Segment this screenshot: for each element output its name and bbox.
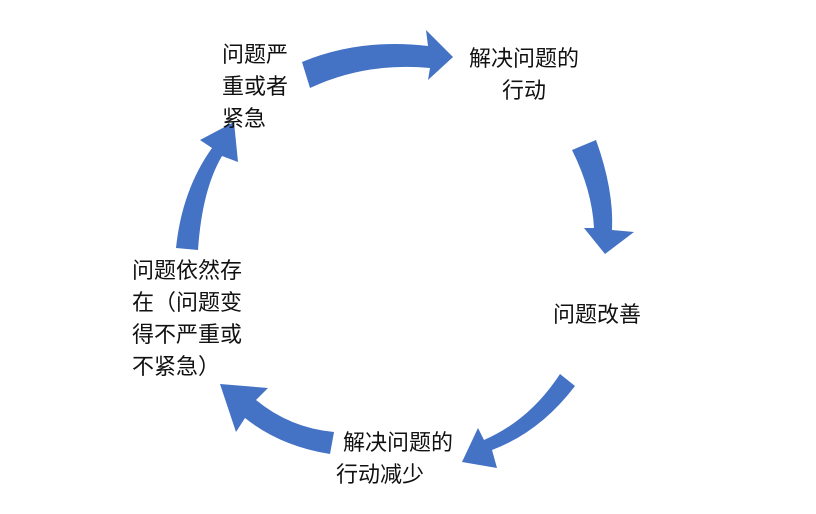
node-problem-severe: 问题严 重或者 紧急: [222, 40, 288, 136]
arrow-less-action-to-persist: [220, 384, 334, 454]
node-text-line: 解决问题的: [342, 431, 453, 456]
node-text-line: 重或者: [222, 75, 289, 100]
node-text-line: 在（问题变: [132, 291, 243, 316]
arrow-improve-to-less-action: [462, 374, 575, 468]
node-solve-action: 解决问题的 行动: [460, 44, 588, 108]
node-problem-persist: 问题依然存 在（问题变 得不严重或 不紧急）: [132, 256, 242, 384]
node-text-line: 解决问题的: [468, 47, 579, 72]
node-text-line: 问题改善: [553, 303, 642, 328]
node-text-line: 不紧急）: [132, 355, 221, 380]
node-text-line: 行动: [501, 79, 546, 104]
node-text-line: 问题严: [222, 43, 289, 68]
node-text-line: 紧急: [222, 107, 267, 132]
node-text-line: 得不严重或: [132, 323, 243, 348]
arrow-severe-to-action: [302, 30, 453, 88]
node-text-line: 行动减少: [336, 463, 425, 488]
node-less-action: 解决问题的 行动减少: [336, 428, 460, 492]
node-text-line: 问题依然存: [132, 259, 243, 284]
arrow-action-to-improve: [572, 140, 634, 254]
node-problem-improve: 问题改善: [553, 300, 641, 332]
arrow-persist-to-severe: [176, 122, 238, 250]
